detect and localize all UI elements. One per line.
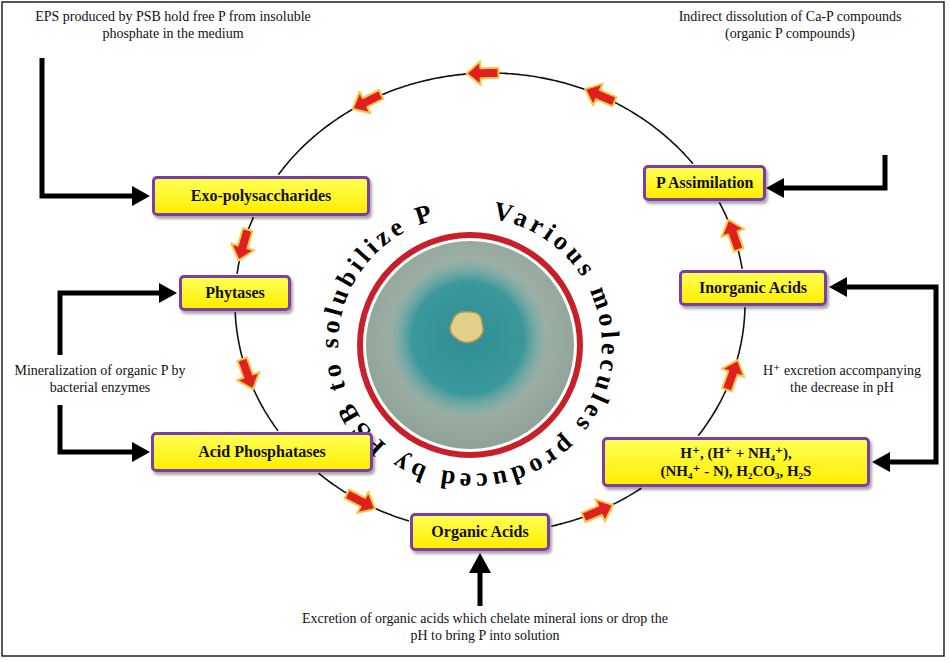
- flow-arrow: [580, 78, 619, 113]
- flow-arrow: [466, 61, 499, 86]
- solubilization-halo: [388, 258, 548, 418]
- flow-arrow: [347, 84, 386, 120]
- connector-line: [278, 73, 693, 175]
- dish-agar: [366, 241, 574, 449]
- annotation-text: EPS produced by PSB hold free P from ins…: [28, 8, 318, 42]
- connector-line: [319, 473, 410, 521]
- process-box: Phytases: [179, 275, 291, 311]
- bacterial-colony: [450, 312, 483, 343]
- cycle-connector: [319, 473, 410, 521]
- leader-line: [478, 572, 483, 606]
- flow-arrow: [227, 226, 259, 263]
- cycle-connector: [278, 61, 693, 175]
- cycle-connector: [717, 202, 750, 268]
- leader-line: [42, 58, 132, 196]
- flow-arrow: [231, 355, 264, 393]
- box-label: P Assimilation: [656, 173, 753, 192]
- arrow-head: [829, 277, 847, 297]
- arrow-head: [132, 442, 150, 462]
- cycle-connector: [227, 217, 259, 273]
- leader-line: [784, 155, 885, 188]
- box-label: Exo-polysaccharides: [191, 186, 331, 205]
- leader-arrows: [42, 58, 936, 606]
- cycle-connector: [698, 307, 749, 436]
- flow-arrow: [716, 356, 749, 394]
- leader-line: [60, 405, 132, 452]
- arrow-head: [872, 452, 890, 472]
- arrow-head: [766, 178, 784, 198]
- process-box: Organic Acids: [410, 513, 550, 551]
- annotation-text: Mineralization of organic P by bacterial…: [8, 362, 192, 396]
- flow-arrow: [717, 216, 750, 254]
- annotation-text: Excretion of organic acids which chelate…: [300, 610, 670, 644]
- process-box: Exo-polysaccharides: [152, 176, 370, 216]
- leader-line: [60, 293, 160, 355]
- process-box: H⁺, (H⁺ + NH₄⁺), (NH₄⁺ - N), H₂CO₃, H₂S: [602, 437, 870, 487]
- arrow-head: [469, 553, 491, 573]
- arrow-head: [132, 186, 150, 206]
- box-label: Phytases: [205, 283, 265, 302]
- box-label: Organic Acids: [431, 522, 528, 541]
- arrow-head: [159, 283, 177, 303]
- annotation-text: Indirect dissolution of Ca-P compounds (…: [662, 8, 918, 42]
- flow-arrow: [579, 494, 618, 529]
- box-label: H⁺, (H⁺ + NH₄⁺), (NH₄⁺ - N), H₂CO₃, H₂S: [615, 444, 857, 480]
- box-label: Acid Phosphatases: [198, 442, 326, 461]
- cycle-connector: [231, 312, 278, 431]
- cycle-connector: [551, 488, 641, 528]
- annotation-text: H⁺ excretion accompanying the decrease i…: [756, 362, 928, 396]
- process-box: P Assimilation: [643, 165, 766, 201]
- process-box: Acid Phosphatases: [151, 432, 373, 472]
- petri-dish: [360, 235, 580, 455]
- dish-ring: [360, 235, 580, 455]
- process-box: Inorganic Acids: [679, 270, 827, 306]
- box-label: Inorganic Acids: [699, 278, 807, 297]
- flow-arrow: [341, 483, 381, 519]
